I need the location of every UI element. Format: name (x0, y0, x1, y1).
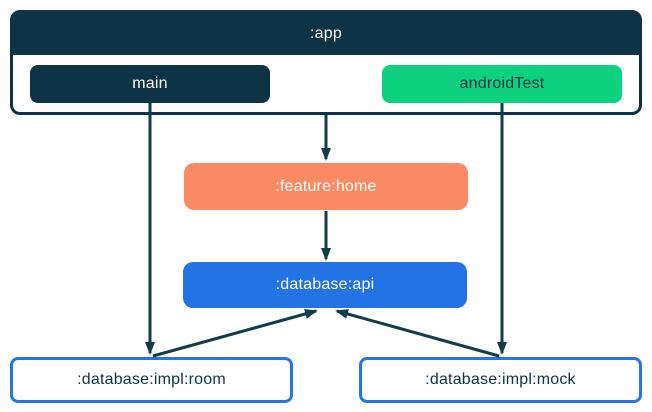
module-database-api-label: :database:api (275, 276, 375, 293)
module-feature-home: :feature:home (184, 163, 468, 210)
source-set-androidtest: androidTest (382, 65, 622, 103)
module-database-impl-mock: :database:impl:mock (359, 357, 642, 403)
module-database-impl-room: :database:impl:room (10, 357, 293, 403)
app-module-header: :app (13, 13, 639, 55)
module-feature-home-label: :feature:home (275, 177, 377, 195)
source-set-main-label: main (132, 75, 168, 92)
source-set-main: main (30, 65, 270, 103)
edge-database-impl-room-to-database-api (152, 309, 318, 358)
module-database-impl-mock-label: :database:impl:mock (425, 371, 576, 388)
module-database-impl-room-label: :database:impl:room (77, 371, 226, 388)
source-set-androidtest-label: androidTest (459, 75, 545, 92)
edge-database-impl-mock-to-database-api (335, 309, 500, 358)
module-database-api: :database:api (183, 262, 467, 308)
app-module-title: :app (310, 25, 342, 42)
